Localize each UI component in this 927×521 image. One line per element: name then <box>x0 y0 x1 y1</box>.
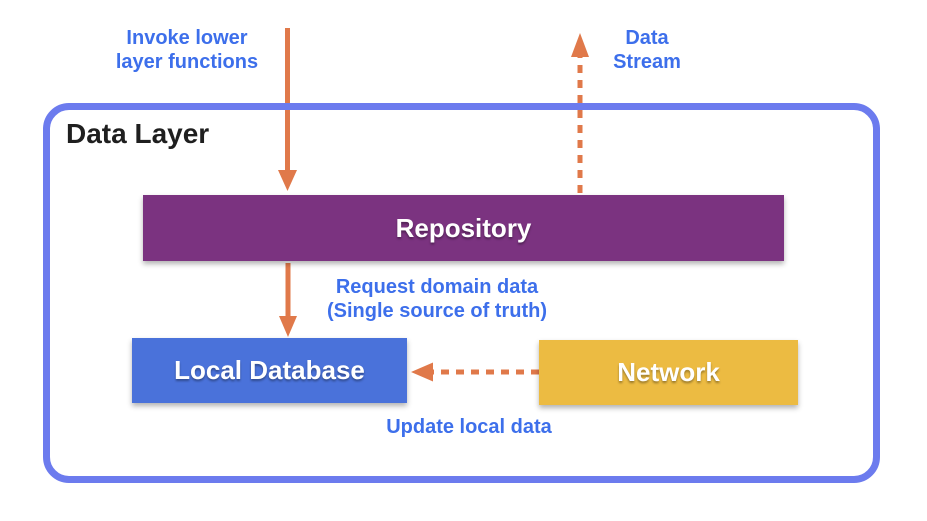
local-database-label: Local Database <box>174 355 365 385</box>
node-local-database: Local Database <box>132 338 407 403</box>
update-local-data-label: Update local data <box>386 416 552 438</box>
node-repository: Repository <box>143 195 784 261</box>
data-layer-title: Data Layer <box>66 118 210 149</box>
data-layer-container <box>43 103 880 483</box>
data-stream-label: Data Stream <box>613 27 681 73</box>
node-network: Network <box>539 340 798 405</box>
repository-label: Repository <box>395 212 532 243</box>
network-label: Network <box>617 357 720 387</box>
request-domain-data-label: Request domain data (Single source of tr… <box>327 276 547 322</box>
invoke-lower-layer-label: Invoke lower layer functions <box>115 27 259 73</box>
